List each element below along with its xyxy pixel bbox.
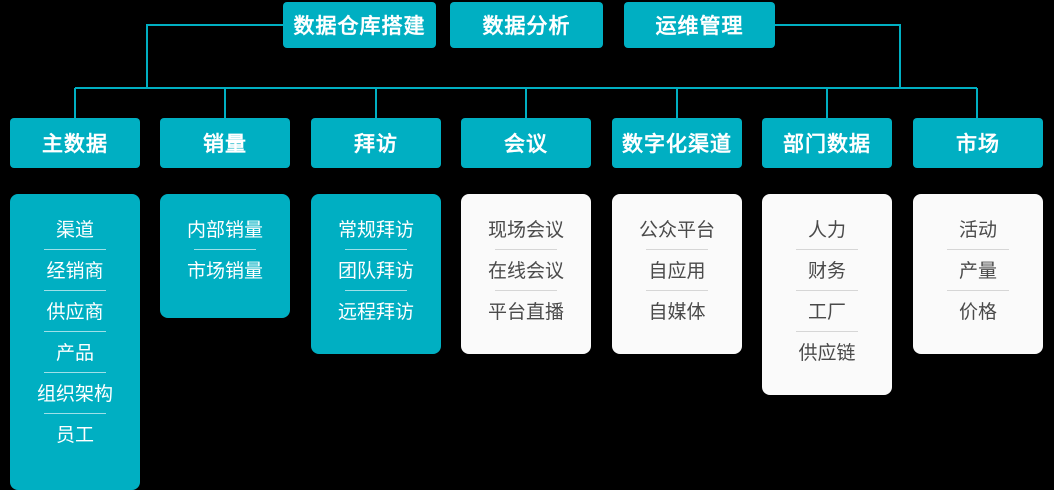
category-label: 销量	[203, 133, 247, 156]
card-item[interactable]: 团队拜访	[311, 249, 441, 290]
card-item[interactable]: 产量	[913, 249, 1043, 290]
category-meetings[interactable]: 会议	[461, 118, 591, 168]
top-node-data-analysis[interactable]: 数据分析	[450, 2, 603, 48]
category-label: 会议	[504, 133, 548, 156]
top-node-data-warehouse[interactable]: 数据仓库搭建	[283, 2, 436, 48]
card-master-data: 渠道 经销商 供应商 产品 组织架构 员工	[10, 194, 140, 490]
card-item[interactable]: 供应商	[10, 290, 140, 331]
card-item[interactable]: 内部销量	[186, 220, 263, 241]
card-item[interactable]: 远程拜访	[311, 290, 441, 331]
card-item[interactable]: 自应用	[612, 249, 742, 290]
card-item[interactable]: 市场销量	[160, 249, 290, 290]
card-item[interactable]: 渠道	[55, 220, 94, 241]
card-item[interactable]: 自媒体	[612, 290, 742, 331]
card-item[interactable]: 供应链	[762, 331, 892, 372]
card-item[interactable]: 价格	[913, 290, 1043, 331]
card-visits: 常规拜访 团队拜访 远程拜访	[311, 194, 441, 354]
top-node-label: 数据仓库搭建	[293, 15, 426, 38]
card-item[interactable]: 公众平台	[638, 220, 715, 241]
card-item[interactable]: 工厂	[762, 290, 892, 331]
top-node-operations[interactable]: 运维管理	[624, 2, 775, 48]
card-market: 活动 产量 价格	[913, 194, 1043, 354]
category-label: 数字化渠道	[622, 133, 732, 156]
card-item[interactable]: 现场会议	[487, 220, 564, 241]
card-item[interactable]: 平台直播	[461, 290, 591, 331]
connector-left-feeder	[146, 24, 283, 88]
card-item[interactable]: 在线会议	[461, 249, 591, 290]
card-item[interactable]: 产品	[10, 331, 140, 372]
card-item[interactable]: 活动	[958, 220, 997, 241]
category-department-data[interactable]: 部门数据	[762, 118, 892, 168]
category-label: 主数据	[42, 133, 108, 156]
category-master-data[interactable]: 主数据	[10, 118, 140, 168]
category-market[interactable]: 市场	[913, 118, 1043, 168]
category-visits[interactable]: 拜访	[311, 118, 441, 168]
top-node-label: 运维管理	[655, 15, 744, 38]
card-item[interactable]: 人力	[807, 220, 846, 241]
card-item[interactable]: 员工	[10, 413, 140, 454]
connector-right-feeder	[775, 24, 901, 88]
card-item[interactable]: 组织架构	[10, 372, 140, 413]
category-sales[interactable]: 销量	[160, 118, 290, 168]
category-label: 部门数据	[783, 133, 871, 156]
card-item[interactable]: 财务	[762, 249, 892, 290]
top-node-label: 数据分析	[482, 15, 571, 38]
card-item[interactable]: 经销商	[10, 249, 140, 290]
card-item[interactable]: 常规拜访	[337, 220, 414, 241]
category-label: 市场	[956, 133, 1000, 156]
category-digital-channels[interactable]: 数字化渠道	[612, 118, 742, 168]
card-meetings: 现场会议 在线会议 平台直播	[461, 194, 591, 354]
card-sales: 内部销量 市场销量	[160, 194, 290, 318]
card-department-data: 人力 财务 工厂 供应链	[762, 194, 892, 395]
card-digital-channels: 公众平台 自应用 自媒体	[612, 194, 742, 354]
category-label: 拜访	[354, 133, 398, 156]
